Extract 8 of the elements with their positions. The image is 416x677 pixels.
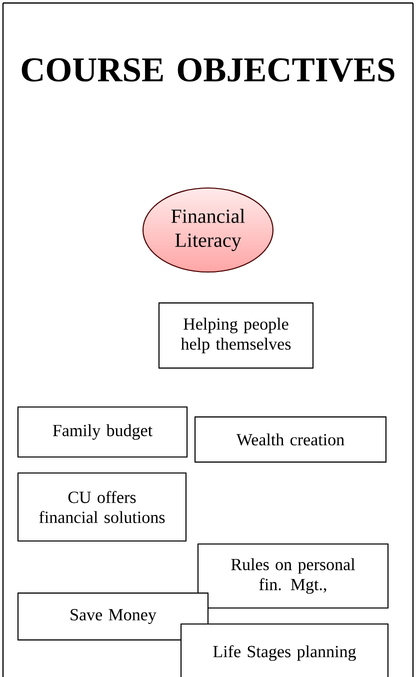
objective-box: Wealth creation <box>194 416 386 463</box>
objective-box: Helping people help themselves <box>158 302 314 369</box>
title: COURSE OBJECTIVES <box>22 58 394 82</box>
objective-box: Life Stages planning <box>180 623 388 677</box>
objective-box: Save Money <box>17 592 209 640</box>
objective-box: Family budget <box>17 406 188 458</box>
objective-box: CU offers financial solutions <box>17 472 187 542</box>
objective-box: Rules on personal fin. Mgt., <box>197 543 389 609</box>
